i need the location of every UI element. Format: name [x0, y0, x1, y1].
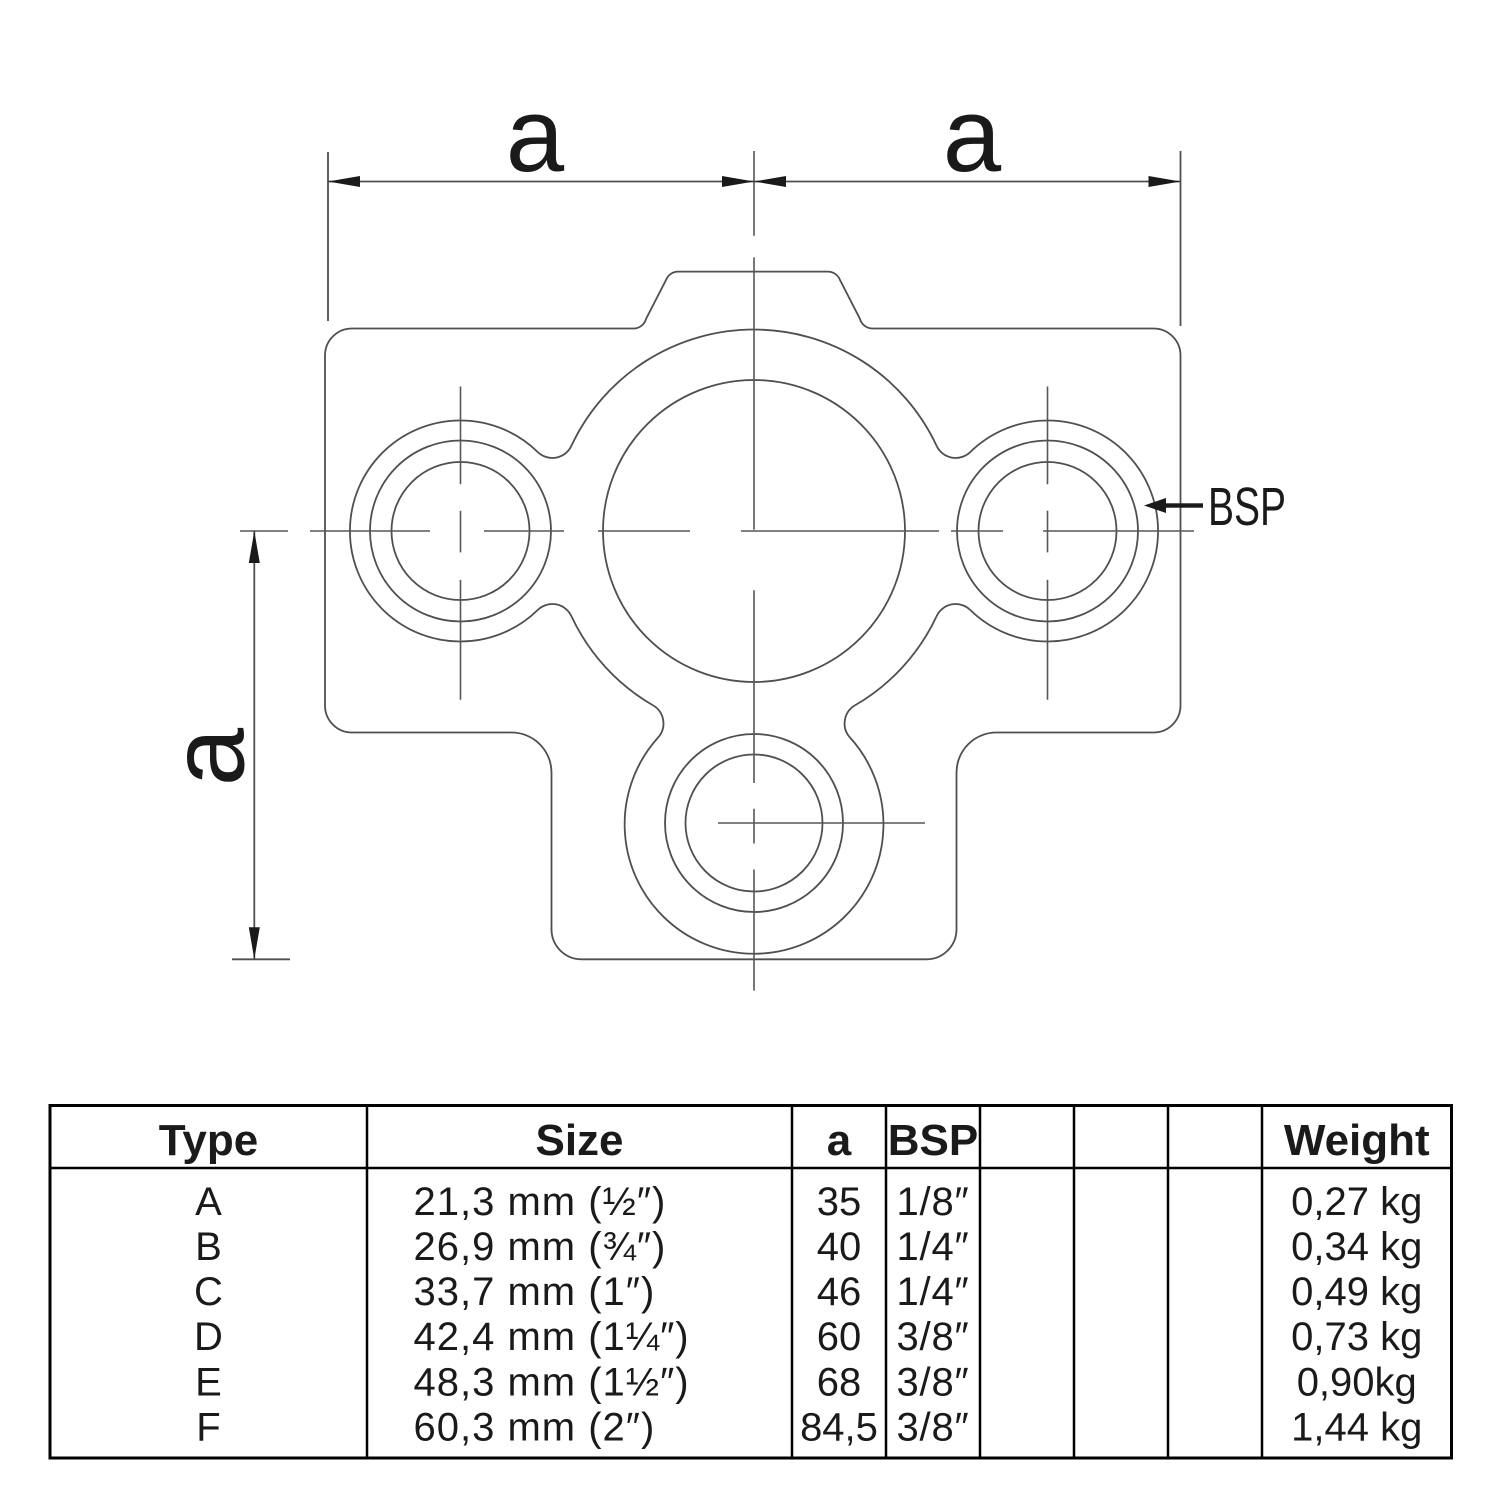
svg-text:B: B	[195, 1225, 222, 1269]
svg-text:3/8″: 3/8″	[897, 1406, 970, 1450]
svg-text:40: 40	[817, 1225, 862, 1269]
svg-text:42,4 mm (1¼″): 42,4 mm (1¼″)	[414, 1315, 690, 1359]
svg-text:Type: Type	[159, 1116, 258, 1165]
svg-text:1/8″: 1/8″	[897, 1180, 970, 1224]
svg-text:a: a	[506, 77, 565, 194]
svg-text:84,5: 84,5	[800, 1406, 878, 1450]
svg-text:0,49 kg: 0,49 kg	[1291, 1270, 1422, 1314]
svg-text:Weight: Weight	[1284, 1116, 1430, 1165]
svg-text:0,27 kg: 0,27 kg	[1291, 1180, 1422, 1224]
svg-text:46: 46	[817, 1270, 862, 1314]
svg-text:48,3 mm (1½″): 48,3 mm (1½″)	[414, 1360, 690, 1404]
svg-text:68: 68	[817, 1360, 862, 1404]
svg-text:60: 60	[817, 1315, 862, 1359]
svg-text:a: a	[150, 727, 267, 786]
svg-text:21,3 mm (½″): 21,3 mm (½″)	[414, 1180, 667, 1224]
svg-text:0,73 kg: 0,73 kg	[1291, 1315, 1422, 1359]
svg-text:60,3 mm (2″): 60,3 mm (2″)	[414, 1406, 656, 1450]
svg-text:26,9 mm (¾″): 26,9 mm (¾″)	[414, 1225, 667, 1269]
svg-text:1/4″: 1/4″	[897, 1225, 970, 1269]
svg-text:a: a	[943, 77, 1002, 194]
svg-text:F: F	[196, 1406, 220, 1450]
svg-text:Size: Size	[535, 1116, 623, 1165]
svg-text:BSP: BSP	[1208, 477, 1286, 537]
svg-text:1/4″: 1/4″	[897, 1270, 970, 1314]
svg-text:BSP: BSP	[888, 1116, 978, 1165]
svg-text:0,34 kg: 0,34 kg	[1291, 1225, 1422, 1269]
svg-text:1,44 kg: 1,44 kg	[1291, 1406, 1422, 1450]
svg-text:33,7 mm (1″): 33,7 mm (1″)	[414, 1270, 656, 1314]
svg-text:a: a	[827, 1116, 852, 1165]
svg-text:3/8″: 3/8″	[897, 1315, 970, 1359]
svg-text:35: 35	[817, 1180, 862, 1224]
svg-text:E: E	[195, 1360, 222, 1404]
svg-text:3/8″: 3/8″	[897, 1360, 970, 1404]
svg-text:C: C	[194, 1270, 223, 1314]
svg-text:D: D	[194, 1315, 223, 1359]
svg-text:0,90kg: 0,90kg	[1297, 1360, 1417, 1404]
svg-text:A: A	[195, 1180, 222, 1224]
